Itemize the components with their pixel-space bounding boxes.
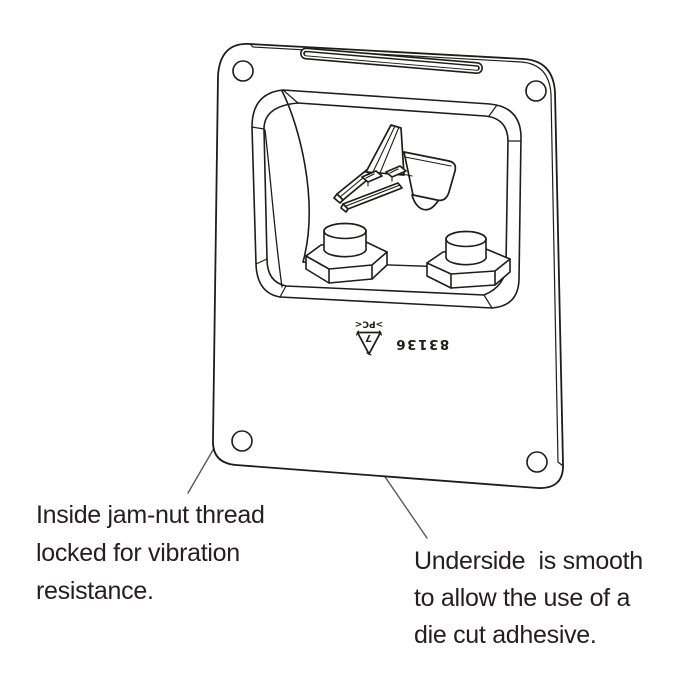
annotation-line: Underside is smooth: [414, 547, 643, 575]
part-number-text: 83136: [395, 336, 449, 352]
corner-hole-bottom-right: [526, 451, 548, 473]
annotation-line: resistance.: [36, 577, 154, 605]
corner-hole-top-left: [232, 60, 254, 82]
material-code-text: >PC<: [355, 319, 383, 329]
mounting-plate-outline: [212, 43, 564, 489]
jam-nut-left: [305, 222, 388, 284]
part-number-marking: 83136: [395, 336, 449, 352]
resin-code-symbol: 7 >PC<: [355, 319, 383, 356]
annotation-line: to allow the use of a: [414, 584, 631, 612]
annotation-line: die cut adhesive.: [414, 621, 597, 649]
annotation-underside: Underside is smooth to allow the use of …: [414, 543, 643, 654]
mounting-slot: [300, 47, 483, 74]
annotation-line: locked for vibration: [36, 539, 240, 567]
retention-clip: [333, 124, 457, 213]
resin-code-number: 7: [365, 332, 372, 343]
corner-hole-top-right: [525, 80, 547, 102]
jam-nut-right: [426, 230, 511, 289]
annotation-line: Inside jam-nut thread: [36, 501, 265, 529]
recycling-symbol-icon: [355, 330, 383, 356]
annotation-jam-nut: Inside jam-nut thread locked for vibrati…: [36, 496, 265, 610]
corner-hole-bottom-left: [231, 430, 253, 452]
